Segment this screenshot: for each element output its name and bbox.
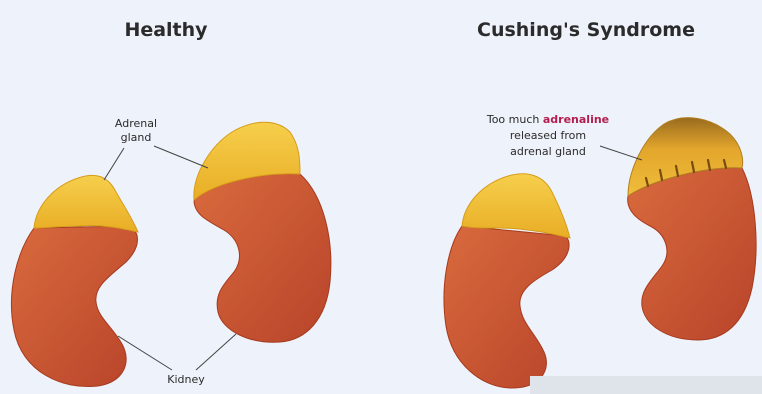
healthy-left-adrenal [34,175,138,232]
title-cushings: Cushing's Syndrome [477,19,695,41]
annotation-line1: Too much adrenaline [486,113,609,126]
healthy-left-kidney-group [11,175,138,386]
label-adrenal-line2: gland [121,131,152,144]
cushing-left-kidney-group [444,174,570,388]
healthy-right-kidney [194,174,331,342]
label-adrenal-line1: Adrenal [115,117,157,130]
leader-adrenaline [600,146,642,160]
annotation-prefix: Too much [486,113,540,126]
leader-kidney-right [196,334,236,370]
healthy-left-kidney [11,226,137,387]
cushing-left-kidney [444,226,569,388]
leader-adrenal-right [154,146,208,168]
cushing-right-kidney [628,168,756,340]
healthy-right-kidney-group [194,122,331,342]
leader-adrenal-left [104,148,124,180]
label-kidney: Kidney [167,373,205,386]
title-healthy: Healthy [124,19,208,41]
bottom-strip [530,376,762,394]
cushing-right-kidney-group [628,118,756,340]
annotation-adrenaline: adrenaline [543,113,609,126]
annotation-line3: adrenal gland [510,145,586,158]
annotation-line2: released from [510,129,586,142]
